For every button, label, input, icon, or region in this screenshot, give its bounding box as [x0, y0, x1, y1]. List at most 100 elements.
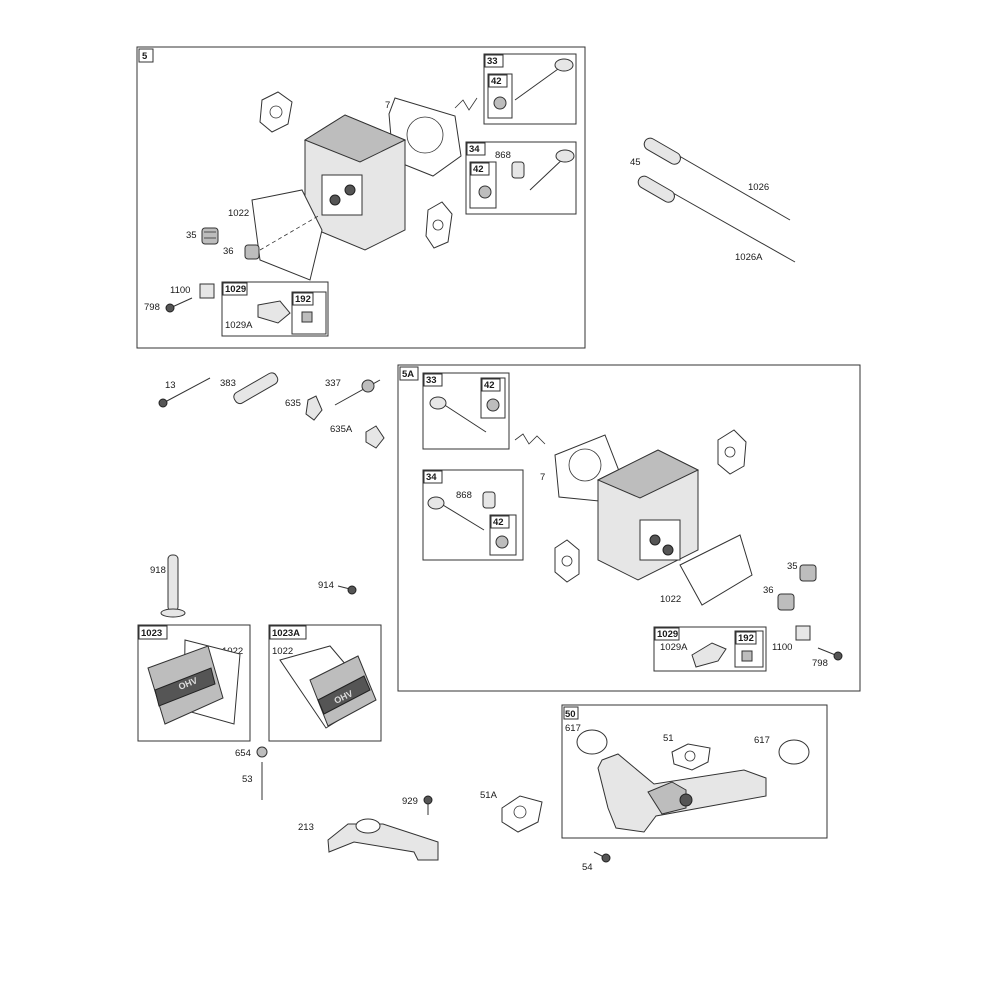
group-5-frame: [136, 46, 586, 349]
label-868b: 868: [456, 490, 472, 501]
label-1100b: 1100: [772, 642, 792, 653]
intake-manifold-port: [679, 793, 693, 807]
valve-seal-42d: [495, 535, 509, 549]
head-gasket-bore: [406, 116, 444, 154]
cylinder-head-valve-chamber: [321, 174, 363, 216]
plug-boot-635: [305, 395, 323, 421]
label-51: 51: [663, 733, 674, 744]
dipstick-tube-918: [167, 554, 179, 612]
spring-36b: [777, 593, 795, 611]
label-617b: 617: [754, 735, 770, 746]
label-1029a: 1029A: [225, 320, 253, 331]
group-1023: 1023 1022 OHV: [137, 624, 251, 742]
breather-tube-383: [233, 372, 279, 405]
group-192b-frame: [734, 630, 764, 668]
group-42b-frame: [469, 161, 497, 209]
tappet-45-lower: [637, 175, 675, 203]
label-1100: 1100: [170, 285, 190, 296]
head-gasket-b-bore: [568, 448, 602, 482]
rocker-stud-b: [344, 184, 356, 196]
label-54: 54: [582, 862, 593, 873]
valve-cap-868b: [482, 491, 496, 509]
label-337: 337: [325, 378, 341, 389]
spark-plug-337-hex: [361, 379, 375, 393]
exhaust-valve-b-head: [427, 496, 445, 510]
group-42d-frame: [489, 514, 517, 556]
group-5a-tag: 5A: [402, 369, 414, 380]
label-1026: 1026: [748, 182, 769, 193]
exhaust-gasket-side-port: [432, 219, 444, 231]
label-53: 53: [242, 774, 253, 785]
group-5-tag: 5: [142, 51, 148, 62]
valve-cover-1023-badge: [154, 667, 216, 707]
group-1023a-tag-box: [269, 625, 307, 640]
label-45: 45: [630, 157, 641, 168]
loose-parts-bottom: 654 53 213 929 51A: [235, 746, 543, 861]
bolt-798-head: [165, 303, 175, 313]
gasket-51a: [501, 795, 543, 833]
bolt-914-head: [347, 585, 357, 595]
label-1026a: 1026A: [735, 252, 763, 263]
exhaust-gasket-side: [425, 201, 453, 249]
label-42: 42: [491, 76, 502, 87]
group-1029b-tag-box: [654, 627, 680, 641]
loose-parts-middle: 13 383 337 635 635A: [158, 372, 385, 449]
label-868: 868: [495, 150, 511, 161]
gasket-link-line-b: [514, 433, 546, 445]
label-1029: 1029: [225, 284, 246, 295]
group-5-tag-box: [138, 48, 154, 63]
label-42b: 42: [473, 164, 484, 175]
rocker-stud-a: [329, 194, 341, 206]
exhaust-gasket-b-top-port: [724, 446, 736, 458]
gasket-link-line: [454, 97, 478, 111]
spring-35: [201, 227, 219, 245]
group-34-tag-box: [466, 142, 486, 156]
group-34-frame: [465, 141, 577, 215]
label-914: 914: [318, 580, 334, 591]
label-1029a-b: 1029A: [660, 642, 688, 653]
label-7: 7: [385, 100, 390, 111]
bolt-798b-head: [833, 651, 843, 661]
tube-and-bolt: 918 914: [150, 554, 357, 618]
label-635: 635: [285, 398, 301, 409]
assembly-line-1022: [259, 214, 321, 251]
nut-1100b: [795, 625, 811, 641]
o-ring-617-right: [778, 739, 810, 765]
group-1023a-frame: [268, 624, 382, 742]
bolt-929-head: [423, 795, 433, 805]
label-1022b: 1022: [660, 594, 681, 605]
label-617a: 617: [565, 723, 581, 734]
rocker-arm-b: [691, 642, 727, 668]
group-5a: 5A 33 42 34 868 42 7: [397, 364, 861, 692]
pushrods: 45 1026 1026A: [630, 137, 796, 263]
valve-cap-868: [511, 161, 525, 179]
group-42d-tag-box: [490, 515, 510, 529]
label-1022d: 1022: [272, 646, 293, 657]
label-654: 654: [235, 748, 251, 759]
valve-seal-42c: [486, 398, 500, 412]
o-ring-617-left: [576, 729, 608, 755]
dipstick-tube-918-flange: [160, 608, 186, 618]
group-42c-tag-box: [481, 378, 501, 392]
group-1023a-tag: 1023A: [272, 628, 300, 639]
label-35b: 35: [787, 561, 798, 572]
group-1023-tag-box: [138, 625, 168, 640]
group-50-frame: [561, 704, 828, 839]
label-1022: 1022: [228, 208, 249, 219]
group-42c-frame: [480, 377, 506, 419]
label-35: 35: [186, 230, 197, 241]
bracket-213-hole: [355, 818, 381, 834]
group-1023-tag: 1023: [141, 628, 162, 639]
tappet-45-upper: [643, 137, 681, 165]
exhaust-gasket-top-port: [269, 105, 283, 119]
exhaust-valve-head: [555, 149, 575, 163]
bolt-13: [164, 377, 211, 403]
group-50-tag-box: [563, 706, 579, 720]
cylinder-head-b-top: [596, 449, 700, 499]
label-36: 36: [223, 246, 234, 257]
group-1029-tag-box: [222, 282, 248, 296]
intake-valve-b-stem: [439, 401, 487, 433]
exhaust-gasket-b-side-port: [561, 555, 573, 567]
intake-valve-b-head: [429, 396, 447, 410]
